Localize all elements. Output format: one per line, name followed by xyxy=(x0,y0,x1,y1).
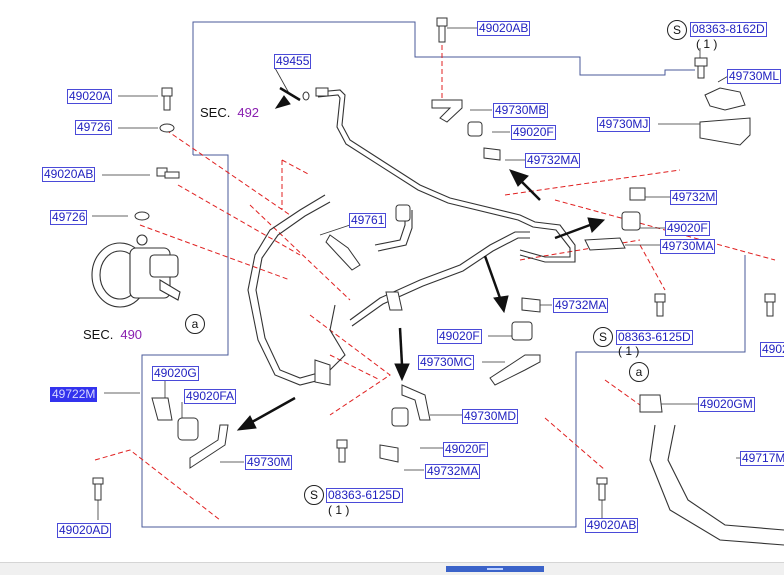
hose-diagram xyxy=(91,17,784,546)
part-number-49732m[interactable]: 49732M xyxy=(670,190,718,205)
part-number-49726-a[interactable]: 49726 xyxy=(75,120,113,135)
part-number-49730ml[interactable]: 49730ML xyxy=(727,69,782,84)
section-ref-490-number[interactable]: 490 xyxy=(120,327,143,342)
callout-a-right: a xyxy=(629,362,649,382)
callout-s-6125d-b: S xyxy=(304,485,324,505)
part-number-49732ma-a[interactable]: 49732MA xyxy=(525,153,581,168)
part-number-49020ad[interactable]: 49020AD xyxy=(57,523,112,538)
part-number-08363-6125d-a[interactable]: 08363-6125D xyxy=(616,330,693,345)
power-steering-pump xyxy=(91,234,181,308)
part-number-49020fa[interactable]: 49020FA xyxy=(184,389,237,404)
part-number-49020ab-top[interactable]: 49020AB xyxy=(477,21,531,36)
frame-lines xyxy=(141,21,746,528)
part-number-49726-b[interactable]: 49726 xyxy=(50,210,88,225)
horizontal-scrollbar[interactable] xyxy=(0,562,784,575)
part-number-49730mb[interactable]: 49730MB xyxy=(493,103,549,118)
part-number-49020g[interactable]: 49020G xyxy=(152,366,199,381)
part-number-49020f-b[interactable]: 49020F xyxy=(665,221,710,236)
quantity-08363-8162d: ( 1 ) xyxy=(696,37,718,51)
part-number-4902-cut[interactable]: 4902 xyxy=(760,342,784,357)
brackets-clamps xyxy=(151,87,751,469)
part-number-49732ma-b[interactable]: 49732MA xyxy=(553,298,609,313)
part-number-49020f-c[interactable]: 49020F xyxy=(437,329,482,344)
part-number-49730mj[interactable]: 49730MJ xyxy=(597,117,651,132)
part-number-49730md[interactable]: 49730MD xyxy=(462,409,519,424)
callout-a-left: a xyxy=(185,314,205,334)
solid-leaders xyxy=(92,27,760,520)
callout-s-8162d: S xyxy=(667,20,687,40)
part-number-49020ab-left[interactable]: 49020AB xyxy=(42,167,96,182)
part-number-49020f-a[interactable]: 49020F xyxy=(511,125,556,140)
bolts xyxy=(92,17,776,501)
scrollbar-grip-icon xyxy=(487,568,503,570)
part-number-49761[interactable]: 49761 xyxy=(349,213,387,228)
section-ref-492-number[interactable]: 492 xyxy=(237,105,260,120)
part-number-49020ab-bottom[interactable]: 49020AB xyxy=(585,518,639,533)
part-number-49730mc[interactable]: 49730MC xyxy=(418,355,475,370)
callout-s-6125d-a: S xyxy=(593,327,613,347)
part-number-49020f-d[interactable]: 49020F xyxy=(443,442,488,457)
part-number-49730ma[interactable]: 49730MA xyxy=(660,239,716,254)
part-number-49717m-cut[interactable]: 49717M xyxy=(740,451,784,466)
part-number-08363-6125d-b[interactable]: 08363-6125D xyxy=(326,488,403,503)
part-number-49020gm[interactable]: 49020GM xyxy=(698,397,755,412)
section-ref-492[interactable]: SEC. 492 xyxy=(200,105,259,120)
quantity-08363-6125d-a: ( 1 ) xyxy=(618,344,640,358)
dashed-leaders xyxy=(94,45,776,521)
part-number-49455[interactable]: 49455 xyxy=(274,54,312,69)
part-number-49722m[interactable]: 49722M xyxy=(50,387,98,402)
direction-arrows xyxy=(236,86,606,431)
hose-lines xyxy=(247,89,784,546)
part-number-49732ma-c[interactable]: 49732MA xyxy=(425,464,481,479)
section-ref-490-label: SEC. xyxy=(83,327,114,342)
part-number-49730m[interactable]: 49730M xyxy=(245,455,293,470)
quantity-08363-6125d-b: ( 1 ) xyxy=(328,503,350,517)
part-number-49020a[interactable]: 49020A xyxy=(67,89,113,104)
section-ref-490[interactable]: SEC. 490 xyxy=(83,327,142,342)
part-number-08363-8162d[interactable]: 08363-8162D xyxy=(690,22,767,37)
section-ref-492-label: SEC. xyxy=(200,105,231,120)
